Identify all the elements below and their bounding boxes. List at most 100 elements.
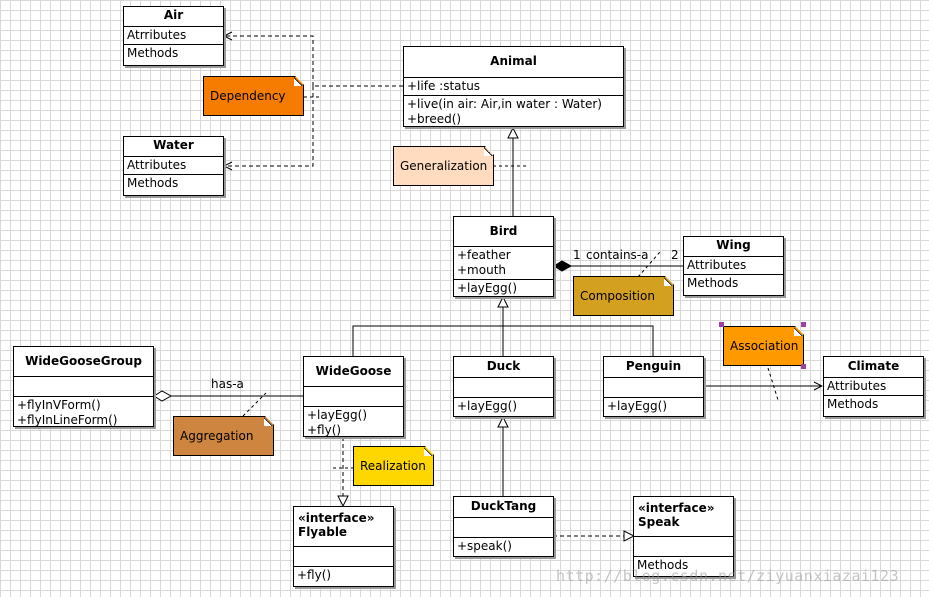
note-realization-text: Realization xyxy=(360,459,426,473)
class-bird-methods: +layEgg() xyxy=(454,280,553,297)
class-water[interactable]: Water Attributes Methods xyxy=(123,136,224,196)
duck-method-layegg: +layEgg() xyxy=(457,399,518,413)
widegoose-method-fly: +fly() xyxy=(307,423,342,437)
class-climate-attributes: Attributes xyxy=(824,378,923,396)
class-animal[interactable]: Animal +life :status +live(in air: Air,i… xyxy=(403,46,624,127)
class-widegoosegroup-methods: +flyInVForm() +flyInLineForm() xyxy=(14,397,153,429)
note-association[interactable]: Association xyxy=(723,326,804,366)
class-widegoose-name: WideGoose xyxy=(304,357,403,387)
bird-attribute-mouth: +mouth xyxy=(457,263,507,277)
watermark-text: http://blog.csdn.net/ziyuanxiazai123 xyxy=(556,567,900,585)
selection-handle[interactable] xyxy=(801,364,806,369)
widegoosegroup-method-flyinlineform: +flyInLineForm() xyxy=(17,413,118,427)
class-ducktang[interactable]: DuckTang +speak() xyxy=(453,496,554,557)
interface-flyable-header: «interface» Flyable xyxy=(294,507,393,547)
note-dependency-text: Dependency xyxy=(210,89,286,103)
note-fold-icon xyxy=(794,327,803,336)
subclass-generalization-lines xyxy=(352,297,654,356)
note-fold-icon xyxy=(264,417,273,426)
interface-flyable-attributes xyxy=(294,547,393,567)
class-air-name: Air xyxy=(124,7,223,27)
interface-speak-header: «interface» Speak xyxy=(634,497,733,537)
class-widegoosegroup-attributes xyxy=(14,377,153,397)
class-bird[interactable]: Bird +feather +mouth +layEgg() xyxy=(453,216,554,297)
note-fold-icon xyxy=(424,447,433,456)
animal-method-live: +live(in air: Air,in water : Water) xyxy=(407,97,602,111)
class-wing-name: Wing xyxy=(684,237,783,257)
interface-speak-stereotype: «interface» xyxy=(638,501,715,515)
class-air[interactable]: Air Atrributes Methods xyxy=(123,6,224,66)
note-generalization-text: Generalization xyxy=(400,159,488,173)
class-wing-attributes: Attributes xyxy=(684,257,783,275)
class-widegoosegroup-name: WideGooseGroup xyxy=(14,347,153,377)
class-water-methods: Methods xyxy=(127,176,179,190)
note-realization[interactable]: Realization xyxy=(353,446,434,486)
class-duck-attributes xyxy=(454,378,553,398)
widegoosegroup-method-flyinvform: +flyInVForm() xyxy=(17,398,101,412)
note-composition-text: Composition xyxy=(580,289,655,303)
class-climate-name: Climate xyxy=(824,357,923,378)
interface-flyable-name: Flyable xyxy=(298,525,348,539)
class-animal-attributes: +life :status xyxy=(404,78,623,96)
class-penguin-name: Penguin xyxy=(604,357,703,378)
class-animal-name: Animal xyxy=(404,47,623,78)
penguin-method-layegg: +layEgg() xyxy=(607,399,668,413)
class-penguin-attributes xyxy=(604,378,703,398)
note-aggregation[interactable]: Aggregation xyxy=(173,416,274,456)
class-widegoose[interactable]: WideGoose +layEgg() +fly() xyxy=(303,356,404,437)
interface-flyable-methods: +fly() xyxy=(294,567,393,584)
widegoose-method-layegg: +layEgg() xyxy=(307,408,368,422)
interface-flyable-stereotype: «interface» xyxy=(298,511,375,525)
note-aggregation-text: Aggregation xyxy=(180,429,254,443)
class-bird-name: Bird xyxy=(454,217,553,247)
class-animal-methods: +live(in air: Air,in water : Water) +bre… xyxy=(404,96,623,128)
class-water-attributes: Attributes xyxy=(124,157,223,175)
class-water-name: Water xyxy=(124,137,223,157)
class-duck-name: Duck xyxy=(454,357,553,378)
class-duck[interactable]: Duck +layEgg() xyxy=(453,356,554,417)
class-widegoose-methods: +layEgg() +fly() xyxy=(304,407,403,439)
note-fold-icon xyxy=(484,147,493,156)
note-dependency[interactable]: Dependency xyxy=(203,76,304,116)
bird-attribute-feather: +feather xyxy=(457,248,511,262)
class-penguin[interactable]: Penguin +layEgg() xyxy=(603,356,704,417)
class-bird-attributes: +feather +mouth xyxy=(454,247,553,280)
selection-handle[interactable] xyxy=(719,322,724,327)
class-duck-methods: +layEgg() xyxy=(454,398,553,415)
class-wing-methods: Methods xyxy=(687,276,739,290)
note-association-text: Association xyxy=(730,339,799,353)
animal-method-breed: +breed() xyxy=(407,112,462,126)
class-wing[interactable]: Wing Attributes Methods xyxy=(683,236,784,296)
bird-multiplicity-label: 1 xyxy=(573,248,581,262)
aggregation-connector xyxy=(153,390,303,402)
bird-method-layegg: +layEgg() xyxy=(457,281,518,295)
ducktang-method-speak: +speak() xyxy=(457,539,512,553)
note-generalization[interactable]: Generalization xyxy=(393,146,494,186)
flyable-method-fly: +fly() xyxy=(297,568,332,582)
selection-handle[interactable] xyxy=(801,322,806,327)
class-widegoosegroup[interactable]: WideGooseGroup +flyInVForm() +flyInLineF… xyxy=(13,346,154,427)
note-composition[interactable]: Composition xyxy=(573,276,674,316)
interface-flyable[interactable]: «interface» Flyable +fly() xyxy=(293,506,394,587)
interface-speak-attributes xyxy=(634,537,733,557)
interface-speak[interactable]: «interface» Speak Methods xyxy=(633,496,734,577)
class-ducktang-name: DuckTang xyxy=(454,497,553,518)
interface-speak-name: Speak xyxy=(638,515,680,529)
class-air-attributes: Atrributes xyxy=(124,27,223,45)
class-climate[interactable]: Climate Attributes Methods xyxy=(823,356,924,417)
dependency-connector xyxy=(224,36,403,166)
contains-a-label: contains-a xyxy=(586,248,649,262)
note-fold-icon xyxy=(664,277,673,286)
class-ducktang-attributes xyxy=(454,518,553,538)
animal-attribute-life: +life :status xyxy=(407,79,481,93)
class-air-methods: Methods xyxy=(127,46,179,60)
class-climate-methods: Methods xyxy=(827,397,879,411)
has-a-label: has-a xyxy=(211,377,244,391)
class-ducktang-methods: +speak() xyxy=(454,538,553,555)
interface-speak-methods: Methods xyxy=(637,558,689,572)
class-penguin-methods: +layEgg() xyxy=(604,398,703,415)
note-anchor-lines xyxy=(242,96,779,469)
note-fold-icon xyxy=(294,77,303,86)
